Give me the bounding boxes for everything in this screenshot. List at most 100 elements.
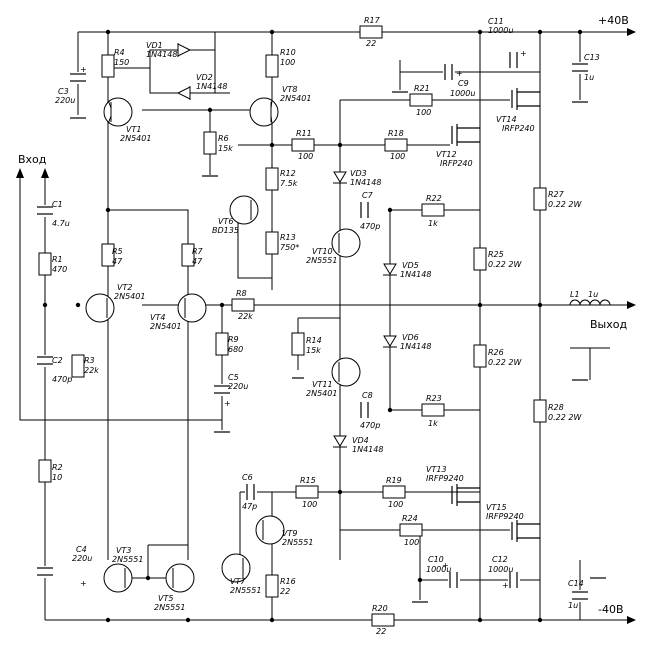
label-vd1-name: VD1 <box>146 41 163 50</box>
label-r19-value: 100 <box>388 500 403 509</box>
label-r8-name: R8 <box>236 289 247 298</box>
transistor-vt4 <box>177 293 207 323</box>
capacitor-c4 <box>37 566 53 578</box>
label-c1-value: 4.7u <box>52 219 70 228</box>
transistor-vt7 <box>221 553 251 583</box>
resistor-r11 <box>291 138 315 152</box>
capacitor-c5 <box>214 384 230 396</box>
input-wire-1 <box>19 175 222 421</box>
resistor-r26 <box>473 344 487 368</box>
resistor-r14 <box>291 332 305 356</box>
diode-vd5 <box>383 263 397 276</box>
transistor-vt3 <box>103 563 133 593</box>
capacitor-c12 <box>508 572 520 588</box>
label-c2-value: 470p <box>52 375 72 384</box>
label-vd6-value: 1N4148 <box>400 342 431 351</box>
resistor-r7 <box>181 243 195 267</box>
label-c3-name: C3 <box>58 87 69 96</box>
label-vd3-name: VD3 <box>350 169 367 178</box>
resistor-r18 <box>384 138 408 152</box>
label-vt14-value: IRFP240 <box>502 124 535 133</box>
label-c14-name: C14 <box>568 579 584 588</box>
vneg-arrow <box>627 616 636 624</box>
input-label: Вход <box>18 153 47 166</box>
output-label: Выход <box>590 318 627 331</box>
label-vd4-value: 1N4148 <box>352 445 383 454</box>
label-r17-name: R17 <box>364 16 381 25</box>
svg-text:+: + <box>224 399 231 408</box>
capacitor-c9 <box>443 64 455 80</box>
resistors <box>38 25 547 627</box>
label-r9-value: 680 <box>228 345 243 354</box>
label-r7-value: 47 <box>192 257 203 266</box>
label-r18-value: 100 <box>390 152 405 161</box>
label-vt12-name: VT12 <box>436 150 457 159</box>
label-r11-value: 100 <box>298 152 313 161</box>
label-c7-name: C7 <box>362 191 374 200</box>
svg-text:+: + <box>442 561 449 570</box>
capacitor-c10 <box>448 572 460 588</box>
capacitor-c7 <box>359 202 371 218</box>
label-l1-value: 1u <box>588 290 598 299</box>
label-r27-name: R27 <box>548 190 565 199</box>
label-vt13-value: IRFP9240 <box>426 474 464 483</box>
label-vt12-value: IRFP240 <box>440 159 473 168</box>
label-c4-name: C4 <box>76 545 87 554</box>
label-c13-value: 1u <box>584 73 594 82</box>
label-vt9-value: 2N5551 <box>282 538 313 547</box>
label-vt6-value: BD135 <box>212 226 239 235</box>
transistor-vt2 <box>85 293 115 323</box>
svg-text:+: + <box>456 69 463 78</box>
label-vt5-value: 2N5551 <box>154 603 185 612</box>
label-vt4-name: VT4 <box>150 313 165 322</box>
resistor-r16 <box>265 574 279 598</box>
label-c1-name: C1 <box>52 200 63 209</box>
label-r16-value: 22 <box>280 587 290 596</box>
label-vd4-name: VD4 <box>352 436 369 445</box>
diode-vd1 <box>177 43 192 57</box>
label-vt10-name: VT10 <box>312 247 333 256</box>
resistor-r24 <box>399 523 423 537</box>
label-vt14-name: VT14 <box>496 115 517 124</box>
label-c10-value: 1000u <box>426 565 451 574</box>
resistor-r28 <box>533 399 547 423</box>
transistor-vt8 <box>249 97 279 127</box>
label-r6-name: R6 <box>218 134 229 143</box>
mosfet-vt15 <box>511 520 540 542</box>
label-r21-name: R21 <box>414 84 430 93</box>
label-vd2-name: VD2 <box>196 73 213 82</box>
svg-text:+: + <box>80 579 87 588</box>
label-r2-value: 10 <box>52 473 62 482</box>
resistor-r22 <box>421 203 445 217</box>
label-r8-value: 22k <box>238 312 253 321</box>
label-vt7-name: VT7 <box>230 577 246 586</box>
label-r26-name: R26 <box>488 348 504 357</box>
label-r9-name: R9 <box>228 335 239 344</box>
ground-symbols <box>70 91 606 603</box>
label-vt7-value: 2N5551 <box>230 586 261 595</box>
label-r3-value: 22k <box>84 366 99 375</box>
resistor-r12 <box>265 167 279 191</box>
label-r23-name: R23 <box>426 394 442 403</box>
label-r7-name: R7 <box>192 247 204 256</box>
diode-vd3 <box>333 171 347 184</box>
label-r20-name: R20 <box>372 604 388 613</box>
label-c3-value: 220u <box>55 96 75 105</box>
label-r21-value: 100 <box>416 108 431 117</box>
diodes <box>176 43 397 448</box>
label-r5-name: R5 <box>112 247 123 256</box>
label-vd5-name: VD5 <box>402 261 419 270</box>
mosfets <box>451 88 540 542</box>
label-vt11-name: VT11 <box>312 380 333 389</box>
capacitor-c6 <box>245 484 257 500</box>
component-labels: R4 150 VD1 1N4148 VD2 1N4148 C3 220u VT1… <box>52 16 600 636</box>
label-vt2-name: VT2 <box>117 283 132 292</box>
resistor-r10 <box>265 54 279 78</box>
resistor-r20 <box>371 613 395 627</box>
label-r5-value: 47 <box>112 257 123 266</box>
resistor-r27 <box>533 187 547 211</box>
diode-vd6 <box>383 335 397 348</box>
resistor-r17 <box>359 25 383 39</box>
label-r26-value: 0.22 2W <box>488 358 522 367</box>
